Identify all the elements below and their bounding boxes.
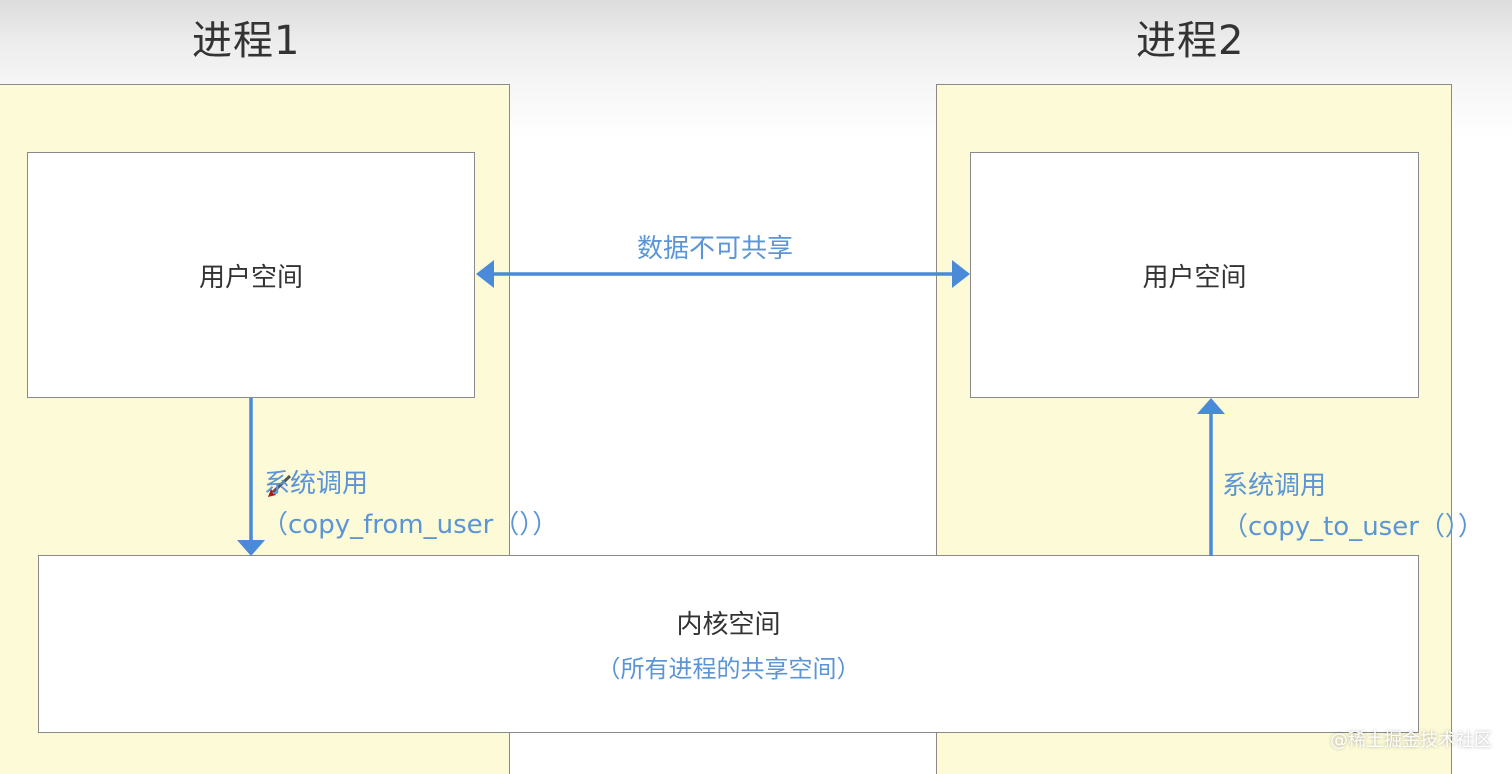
process1-title: 进程1 [192, 18, 301, 64]
kernel-space: 内核空间 （所有进程的共享空间） [38, 555, 1419, 733]
cursor-pencil-icon [268, 474, 292, 497]
shared-arrow-left-head [476, 260, 494, 288]
syscall-right-arrowhead [1197, 398, 1225, 414]
process2-user-space: 用户空间 [970, 152, 1419, 398]
process2-user-space-label: 用户空间 [1142, 262, 1247, 293]
process2-title: 进程2 [1136, 18, 1245, 64]
syscall-right-line1: 系统调用 [1222, 471, 1327, 501]
syscall-left-line2: （copy_from_user（）） [262, 510, 559, 540]
syscall-right-line2: （copy_to_user（）） [1222, 512, 1484, 542]
shared-arrow-label: 数据不可共享 [637, 234, 794, 264]
kernel-space-label: 内核空间 [676, 610, 781, 640]
shared-arrow-right-head [952, 260, 970, 288]
kernel-space-sublabel: （所有进程的共享空间） [596, 655, 861, 683]
process1-user-space: 用户空间 [27, 152, 475, 398]
syscall-left-line1: 系统调用 [264, 469, 369, 499]
syscall-left-arrowhead [237, 540, 265, 556]
process1-user-space-label: 用户空间 [198, 262, 303, 293]
watermark: @稀土掘金技术社区 [1330, 730, 1492, 751]
